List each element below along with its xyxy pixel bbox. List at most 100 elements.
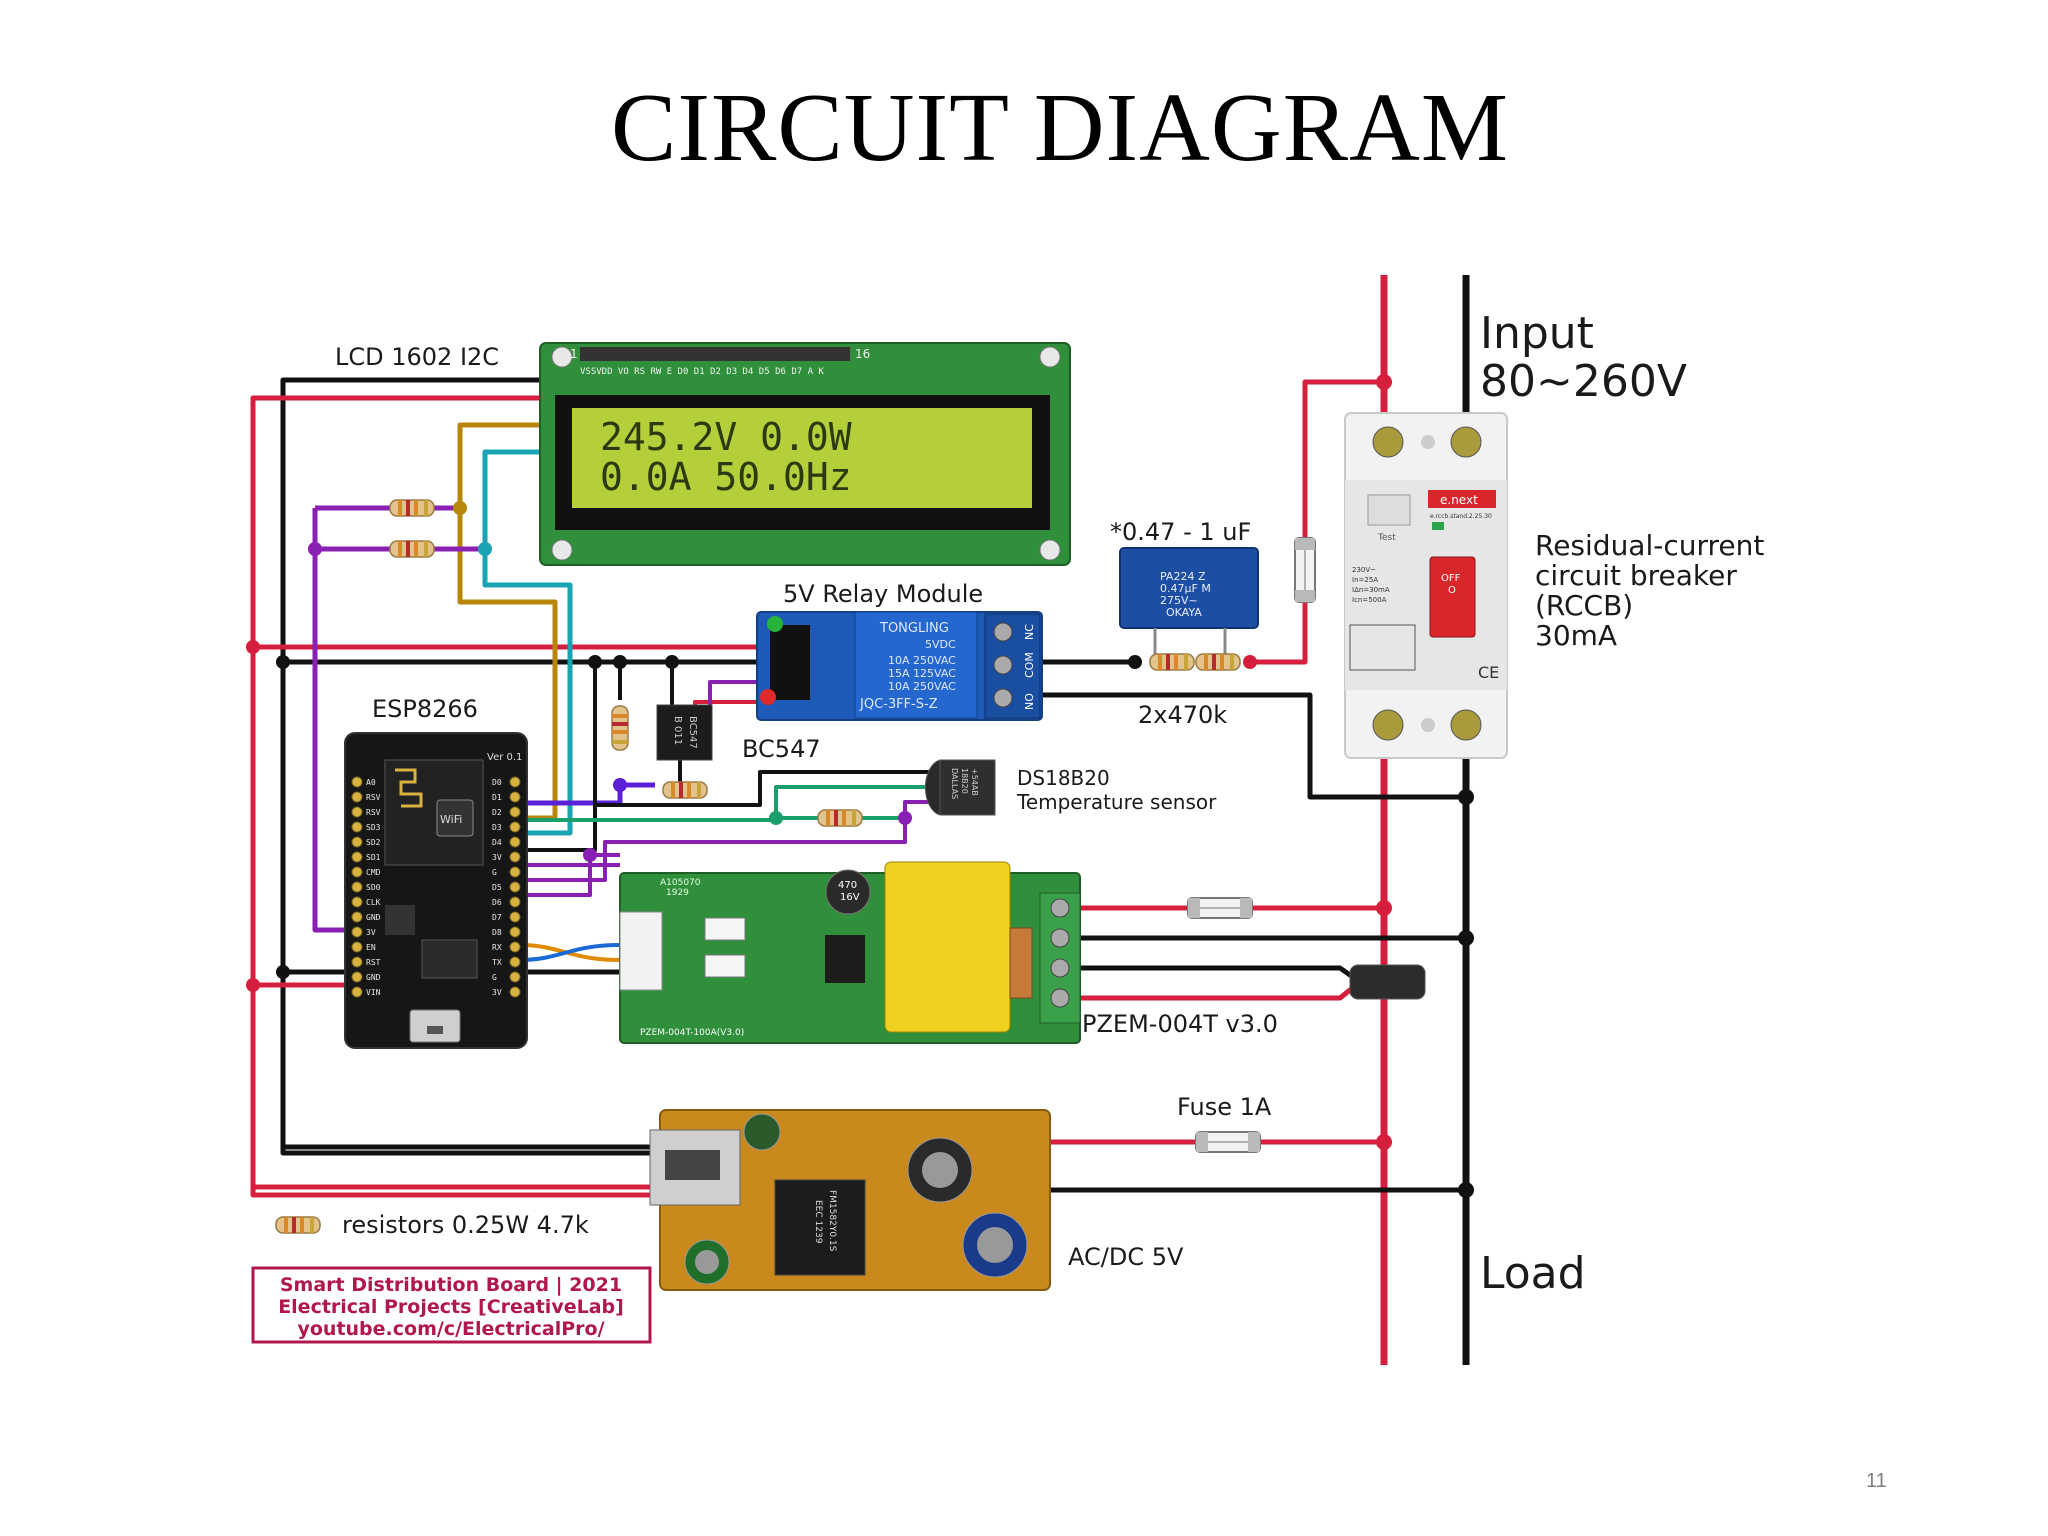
rccb-brand-plate <box>1428 490 1496 508</box>
esp-pin-label: SD0 <box>366 883 381 892</box>
pzem-3v-wire <box>520 853 620 897</box>
relay-no-label: NO <box>1023 693 1036 710</box>
pzem-code-2: 1929 <box>666 888 689 898</box>
esp-right-pins <box>509 776 521 998</box>
transistor: B 011 BC547 <box>656 704 713 761</box>
dropper-resistor-1 <box>1149 653 1195 671</box>
credit-line-2: Electrical Projects [CreativeLab] <box>278 1296 624 1318</box>
relay-no-wire <box>1040 692 1466 800</box>
pzem-board: A105070 1929 470 16V PZEM-004T-100A(V3.0… <box>619 861 1081 1044</box>
esp-pin-label: EN <box>366 943 376 952</box>
sensor-marking-2: 18B20 <box>960 768 969 794</box>
input-label-line-1: Input <box>1480 308 1594 359</box>
base-resistor <box>662 781 708 799</box>
cap-marking-4: OKAYA <box>1166 606 1202 619</box>
acdc-marking-2: EEC 1239 <box>813 1200 823 1244</box>
slide-title: CIRCUIT DIAGRAM <box>611 74 1509 182</box>
gnd-wire-main <box>280 377 660 1150</box>
vcc-wire-main <box>250 395 660 1190</box>
relay-led-green <box>767 616 783 632</box>
esp-3v-wire <box>312 508 345 933</box>
esp-label: ESP8266 <box>372 695 478 723</box>
resistor-legend-icon <box>275 1216 321 1234</box>
lcd-line-2: 0.0A 50.0Hz <box>600 455 852 499</box>
rccb-label-line-4: 30mA <box>1535 619 1617 652</box>
relay-led-red <box>760 689 776 705</box>
pzem-footer: PZEM-004T-100A(V3.0) <box>640 1028 744 1038</box>
acdc-module: FM1582Y0.1S EEC 1239 <box>649 1109 1051 1291</box>
esp-pin-label: D2 <box>492 808 502 817</box>
sensor-label-line-1: DS18B20 <box>1017 766 1110 790</box>
acdc-fuse <box>1195 1131 1261 1153</box>
esp-pin-label: D1 <box>492 793 502 802</box>
rccb-top-live <box>1250 379 1384 665</box>
pzem-fuse <box>1187 897 1253 919</box>
cap-marking-2: 0.47μF M <box>1160 582 1211 595</box>
esp-pin-label: CLK <box>366 898 381 907</box>
esp-pin-label: D8 <box>492 928 502 937</box>
relay-body <box>854 611 978 719</box>
x2-capacitor: PA224 Z 0.47μF M 275V~ OKAYA <box>1119 547 1259 662</box>
esp-pin-label: CMD <box>366 868 381 877</box>
esp-pin-label: 3V <box>366 928 376 937</box>
esp-pin-label: A0 <box>366 778 376 787</box>
cap-marking-1: PA224 Z <box>1160 570 1206 583</box>
rccb-switch-o: O <box>1448 585 1456 596</box>
sensor-data-wire <box>520 785 940 822</box>
sensor-label-line-2: Temperature sensor <box>1016 790 1217 814</box>
esp-pin-label: D3 <box>492 823 502 832</box>
esp-pin-label: VIN <box>366 988 381 997</box>
scl-wire <box>482 449 573 836</box>
esp-version: Ver 0.1 <box>487 752 522 763</box>
acdc-out-vcc <box>250 1187 660 1198</box>
pzem-vcc-wire <box>520 863 620 882</box>
esp-pin-label: G <box>492 973 497 982</box>
sensor-marking-3: +54AB <box>970 768 979 796</box>
fuse-label: Fuse 1A <box>1177 1093 1272 1121</box>
rccb-fuse <box>1294 537 1316 603</box>
rccb-label-line-3: (RCCB) <box>1535 589 1633 622</box>
pullup-resistor-1 <box>389 499 435 517</box>
pzem-cap-marking-2: 16V <box>840 892 860 903</box>
sensor-gnd-wire <box>595 770 940 807</box>
rccb: Test e.next e.rccb.stand.2.25.30 OFF O 2… <box>1344 412 1508 759</box>
rccb-ce-mark: CE <box>1478 663 1499 682</box>
load-label: Load <box>1480 1248 1586 1299</box>
rccb-test-label: Test <box>1377 533 1396 543</box>
ct-wire-1 <box>1080 965 1362 985</box>
rccb-model: e.rccb.stand.2.25.30 <box>1430 513 1492 520</box>
relay-coil: 5VDC <box>925 638 956 651</box>
esp-pin-label: SD2 <box>366 838 381 847</box>
pzem-label: PZEM-004T v3.0 <box>1082 1010 1278 1038</box>
relay-nc-label: NC <box>1023 624 1036 640</box>
esp-left-pins <box>351 776 363 998</box>
esp-pin-label: GND <box>366 913 381 922</box>
pullup-resistor-2 <box>389 540 435 558</box>
lcd-line-1: 245.2V 0.0W <box>600 415 852 459</box>
rccb-label-line-1: Residual-current <box>1535 529 1764 562</box>
relay-com-label: COM <box>1023 652 1036 678</box>
rccb-bottom-terminal-2 <box>1450 709 1482 741</box>
rccb-spec-1: 230V~ <box>1352 566 1376 574</box>
rccb-switch <box>1429 556 1476 638</box>
sensor-marking-1: DALLAS <box>950 768 959 799</box>
acdc-label: AC/DC 5V <box>1068 1243 1184 1271</box>
acdc-marking-1: FM1582Y0.1S <box>827 1190 837 1252</box>
lcd-pin-labels: VSSVDD VO RS RW E D0 D1 D2 D3 D4 D5 D6 D… <box>580 367 824 377</box>
resistor-legend-label: resistors 0.25W 4.7k <box>342 1211 589 1239</box>
credit-line-1: Smart Distribution Board | 2021 <box>280 1274 622 1296</box>
rccb-top-terminal-1 <box>1372 426 1404 458</box>
relay-model: JQC-3FF-S-Z <box>859 697 938 712</box>
lcd-pin-one: 1 <box>570 347 578 361</box>
rccb-bottom-terminal-1 <box>1372 709 1404 741</box>
bias-resistor <box>611 705 629 751</box>
rccb-spec-4: Icn=500A <box>1352 596 1387 604</box>
rccb-switch-off: OFF <box>1441 573 1461 584</box>
relay-ctrl-wire <box>520 782 655 806</box>
esp-pin-labels-left: A0RSVRSVSD3SD2SD1CMDSD0CLKGND3VENRSTGNDV… <box>366 778 381 997</box>
relay-rating-3: 10A 250VAC <box>888 680 956 693</box>
sensor-pullup-resistor <box>817 809 863 827</box>
sensor-vcc-wire <box>520 800 940 867</box>
